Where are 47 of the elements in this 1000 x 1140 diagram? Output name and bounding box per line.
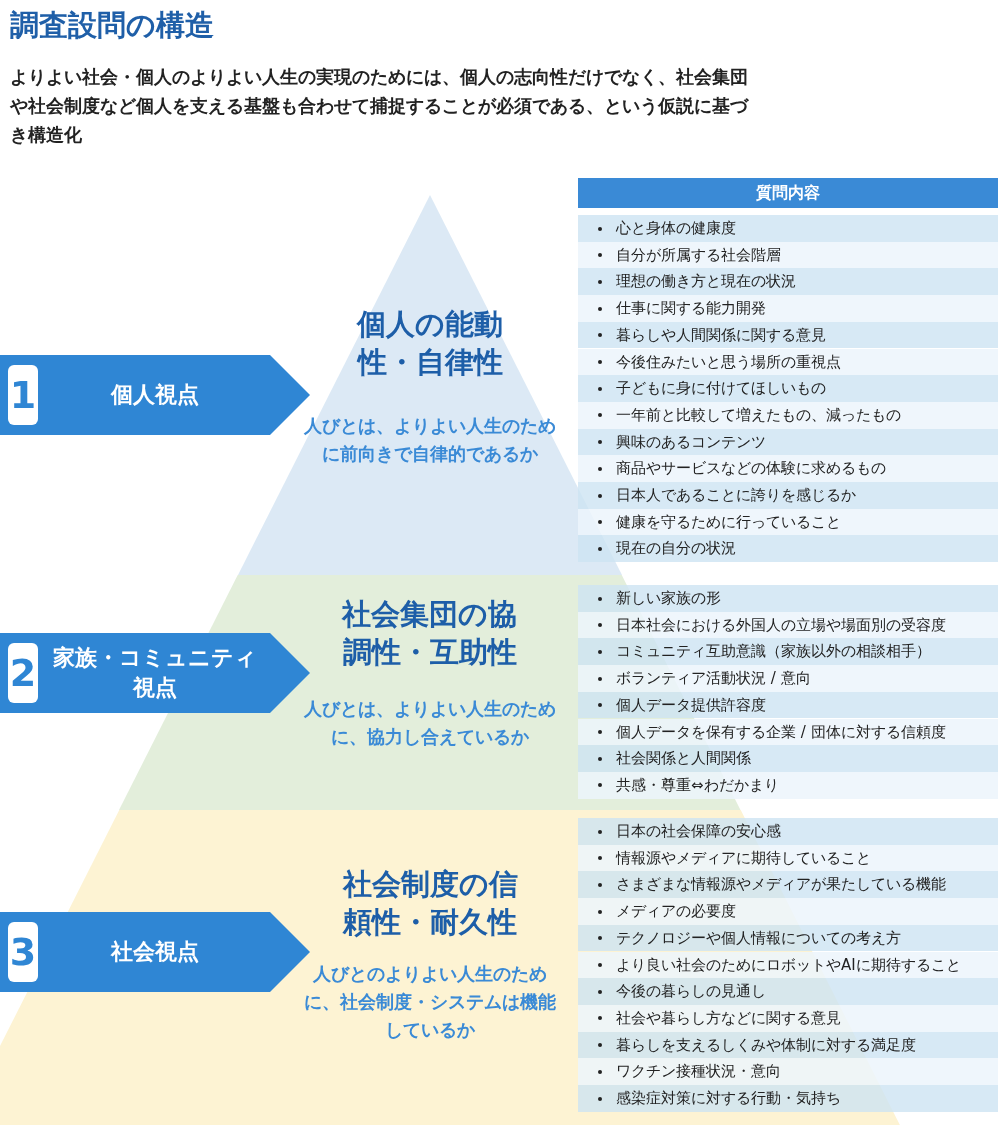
tier-description: 人びとのよりよい人生のために、社会制度・システムは機能しているか [303, 962, 557, 1042]
tier-description: 人びとは、よりよい人生のために前向きで自律的であるか [303, 414, 557, 466]
question-row: 自分が所属する社会階層 [578, 241, 998, 269]
step-number: 2 [8, 643, 38, 703]
tier-description: 人びとは、よりよい人生のために、協力し合えているか [303, 697, 557, 749]
question-row: 仕事に関する能力開発 [578, 295, 998, 322]
question-row: 情報源やメディアに期待していること [578, 844, 998, 872]
question-row: 現在の自分の状況 [578, 535, 998, 563]
question-row: 個人データを保有する企業 / 団体に対する信頼度 [578, 718, 998, 746]
question-row: 今後の暮らしの見通し [578, 978, 998, 1005]
question-row: 商品やサービスなどの体験に求めるもの [578, 455, 998, 482]
question-row: 子どもに身に付けてほしいもの [578, 375, 998, 402]
question-row: 心と身体の健康度 [578, 215, 998, 242]
question-row: メディアの必要度 [578, 898, 998, 925]
question-row: ワクチン接種状況・意向 [578, 1058, 998, 1085]
title: 調査設問の構造 [10, 7, 214, 44]
table-header: 質問内容 [578, 178, 998, 208]
question-row: テクノロジーや個人情報についての考え方 [578, 924, 998, 952]
step-number: 1 [8, 365, 38, 425]
question-row: 日本社会における外国人の立場や場面別の受容度 [578, 611, 998, 639]
question-row: より良い社会のためにロボットやAIに期待すること [578, 951, 998, 979]
question-row: 社会関係と人間関係 [578, 745, 998, 772]
question-row: コミュニティ互助意識（家族以外の相談相手） [578, 638, 998, 666]
question-row: さまざまな情報源やメディアが果たしている機能 [578, 871, 998, 899]
question-row: ボランティア活動状況 / 意向 [578, 665, 998, 692]
question-row: 個人データ提供許容度 [578, 691, 998, 719]
question-row: 今後住みたいと思う場所の重視点 [578, 348, 998, 376]
perspective-label: 個人視点 [109, 381, 200, 409]
question-row: 社会や暮らし方などに関する意見 [578, 1004, 998, 1032]
subtitle: よりよい社会・個人のよりよい人生の実現のためには、個人の志向性だけでなく、社会集団や社会制度など個人を支える基盤も合わせて捕捉することが必須である、という仮説に基づき構造化 [10, 65, 750, 147]
question-row: 暮らしや人間関係に関する意見 [578, 321, 998, 349]
perspective-label: 家族・コミュニティ視点 [52, 644, 258, 702]
question-row: 一年前と比較して増えたもの、減ったもの [578, 401, 998, 429]
question-row: 日本の社会保障の安心感 [578, 818, 998, 845]
perspective-label: 社会視点 [109, 938, 200, 966]
question-row: 健康を守るために行っていること [578, 508, 998, 536]
tier-heading: 個人の能動性・自律性 [355, 306, 504, 381]
question-row: 興味のあるコンテンツ [578, 428, 998, 456]
question-row: 日本人であることに誇りを感じるか [578, 482, 998, 509]
question-row: 理想の働き方と現在の状況 [578, 268, 998, 296]
question-row: 感染症対策に対する行動・気持ち [578, 1085, 998, 1112]
tier-heading: 社会制度の信頼性・耐久性 [341, 866, 519, 941]
step-number: 3 [8, 922, 38, 982]
tier-heading: 社会集団の協調性・互助性 [340, 596, 519, 671]
question-row: 共感・尊重⇔わだかまり [578, 771, 998, 799]
question-row: 暮らしを支えるしくみや体制に対する満足度 [578, 1031, 998, 1059]
question-row: 新しい家族の形 [578, 585, 998, 612]
